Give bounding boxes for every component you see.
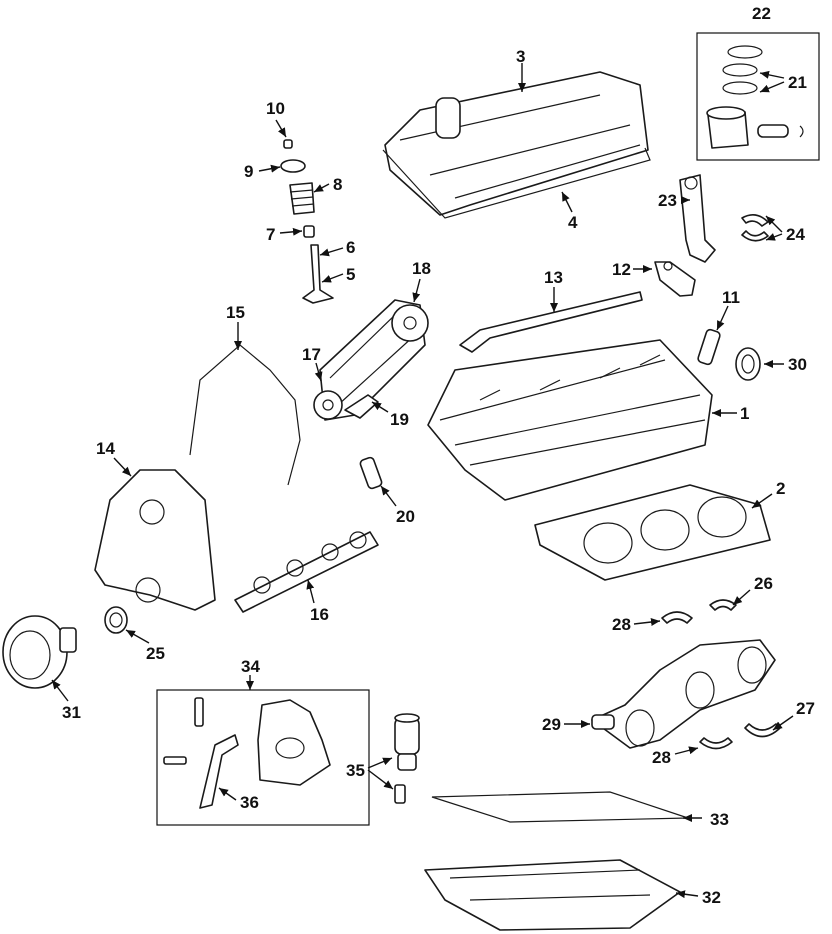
oil-pan[interactable] (424, 859, 681, 931)
callout-2: 2 (776, 479, 785, 498)
oil-pump-bolt[interactable] (194, 697, 204, 727)
callout-19: 19 (390, 410, 409, 429)
callout-31: 31 (62, 703, 81, 722)
callout-12: 12 (612, 260, 631, 279)
callout-22: 22 (752, 4, 771, 23)
callout-29: 29 (542, 715, 561, 734)
callout-8: 8 (333, 175, 342, 194)
oil-pump[interactable] (257, 699, 331, 786)
valve-keeper[interactable] (283, 139, 293, 149)
main-bearing-lower[interactable] (661, 611, 693, 624)
callout-36: 36 (240, 793, 259, 812)
valve-cover-gasket[interactable] (382, 147, 651, 219)
callout-18: 18 (412, 259, 431, 278)
callout-17: 17 (302, 345, 321, 364)
piston-rings[interactable] (722, 45, 763, 95)
callout-24: 24 (786, 225, 805, 244)
rocker-arm[interactable] (654, 261, 696, 297)
callout-3: 3 (516, 47, 525, 66)
callout-11: 11 (722, 288, 740, 307)
oil-filter-adapter[interactable] (394, 713, 420, 804)
tensioner-plunger[interactable] (359, 456, 383, 490)
callout-16: 16 (310, 605, 329, 624)
piston[interactable] (706, 106, 804, 149)
cam-sprocket[interactable] (391, 304, 429, 342)
lash-adjuster[interactable] (697, 328, 721, 366)
valve[interactable] (302, 244, 334, 304)
callout-33: 33 (710, 810, 729, 829)
thrust-bearing-lower[interactable] (699, 737, 733, 750)
timing-cover[interactable] (94, 469, 216, 611)
oil-pump-kit-frame (156, 689, 370, 826)
front-seal[interactable] (104, 606, 128, 634)
callout-28-lower: 28 (652, 748, 671, 767)
oil-pump-screw[interactable] (163, 756, 187, 765)
callout-21: 21 (788, 73, 807, 92)
callout-4: 4 (568, 213, 578, 232)
connecting-rod[interactable] (679, 174, 716, 263)
callout-7: 7 (266, 225, 275, 244)
leader-arrows (51, 63, 794, 899)
valve-spring-retainer[interactable] (280, 159, 306, 173)
oil-pan-gasket[interactable] (431, 791, 689, 823)
thrust-bearing-upper[interactable] (744, 723, 781, 738)
callout-15: 15 (226, 303, 245, 322)
callout-5: 5 (346, 265, 355, 284)
callout-13: 13 (544, 268, 563, 287)
piston-kit-frame (696, 32, 820, 161)
rod-bearings[interactable] (741, 214, 769, 242)
valve-spring[interactable] (289, 182, 315, 215)
callout-25: 25 (146, 644, 165, 663)
callout-1: 1 (740, 404, 749, 423)
callout-20: 20 (396, 507, 415, 526)
cylinder-head[interactable] (427, 339, 713, 501)
callout-labels: 1 2 3 4 5 6 7 8 9 10 11 12 13 14 15 16 1… (62, 4, 815, 907)
callout-26: 26 (754, 574, 773, 593)
valve-cover[interactable] (384, 71, 649, 216)
callout-30: 30 (788, 355, 807, 374)
callout-10: 10 (266, 99, 285, 118)
callout-35: 35 (346, 761, 365, 780)
callout-27: 27 (796, 699, 815, 718)
callout-23: 23 (658, 191, 677, 210)
valve-seal[interactable] (303, 225, 315, 238)
callout-34: 34 (241, 657, 260, 676)
main-bearing-upper[interactable] (709, 599, 737, 611)
callout-32: 32 (702, 888, 721, 907)
head-gasket[interactable] (534, 484, 771, 581)
oil-pickup-tube[interactable] (199, 734, 239, 809)
head-gasket-rail[interactable] (459, 291, 643, 353)
camshaft[interactable] (234, 531, 379, 613)
harmonic-balancer[interactable] (2, 615, 77, 689)
camshaft-seal[interactable] (735, 347, 761, 381)
callout-9: 9 (244, 162, 253, 181)
callout-6: 6 (346, 238, 355, 257)
timing-cover-gasket[interactable] (189, 344, 301, 486)
crank-sprocket[interactable] (313, 390, 343, 420)
callout-28-upper: 28 (612, 615, 631, 634)
crankshaft[interactable] (591, 639, 776, 749)
callout-14: 14 (96, 439, 115, 458)
